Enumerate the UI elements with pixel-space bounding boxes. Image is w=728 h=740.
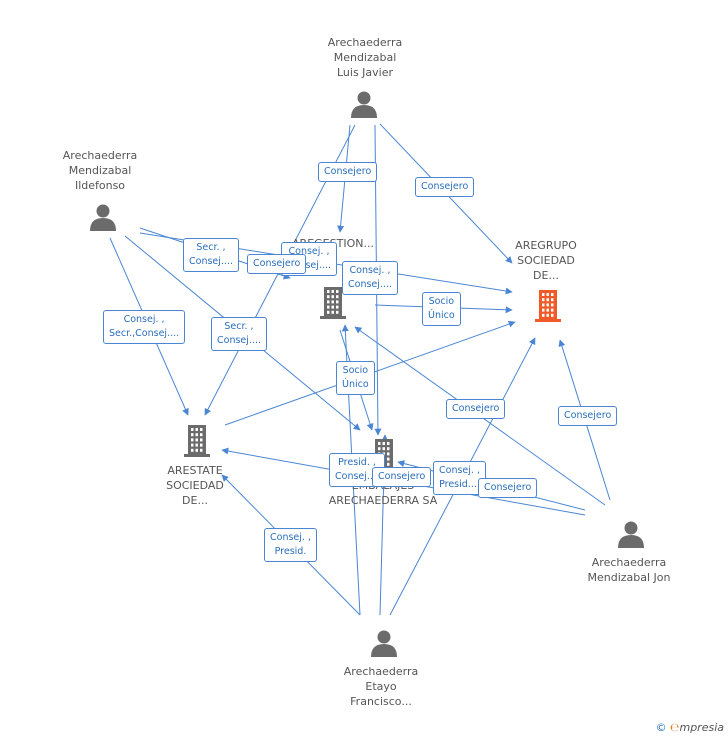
edge-label-arestate-aregrupo[interactable]: Socio Único — [336, 361, 375, 395]
person-icon-francisco[interactable] — [371, 630, 397, 658]
edge-label-ildefonso-aregrupo[interactable]: Consej. , Consej.... — [342, 261, 398, 295]
empresia-credit[interactable]: © ℮mpresia — [656, 721, 724, 734]
edge-label-francisco-arestate[interactable]: Consej. , Presid. — [264, 528, 317, 562]
empresia-logo: ℮mpresia — [670, 721, 724, 734]
node-label-jon[interactable]: Arechaederra Mendizabal Jon — [587, 556, 671, 584]
node-label-arestate[interactable]: ARESTATE SOCIEDAD DE... — [166, 464, 224, 507]
building-icon-arestate[interactable] — [184, 425, 210, 457]
person-icon-jon[interactable] — [618, 521, 644, 549]
building-icon-aregrupo[interactable] — [535, 290, 561, 322]
building-icon-aregestion[interactable] — [320, 287, 346, 319]
edge-label-aregestion-a[interactable]: Consej. , Consej.... — [281, 242, 337, 276]
person-icon-ildefonso[interactable] — [90, 204, 116, 232]
edge-label-ildefonso-arestate[interactable]: Consej. , Secr.,Consej.... — [103, 310, 186, 344]
edge-label-luis-aregrupo[interactable]: Consejero — [415, 177, 475, 197]
copyright-symbol: © — [655, 721, 667, 734]
node-label-luis-javier[interactable]: Arechaederra Mendizabal Luis Javier — [327, 36, 403, 79]
edge-label-jon-arestate[interactable]: Consejero — [372, 467, 432, 487]
edge-label-aregestion-aregrupo[interactable]: Socio Único — [422, 292, 461, 326]
edge-label-ildefonso-embalajes[interactable]: Secr. , Consej.... — [211, 317, 267, 351]
edge-label-luis-aregestion[interactable]: Consejero — [318, 162, 378, 182]
person-icon-luis-javier[interactable] — [351, 91, 377, 119]
edge-label-jon-aregrupo[interactable]: Consejero — [558, 406, 618, 426]
edge-label-ildefonso-aregestion-2[interactable]: Consejero — [247, 254, 307, 274]
graph-icons — [90, 91, 644, 658]
edge-label-jon-embalajes-2[interactable]: Consejero — [478, 478, 538, 498]
node-label-aregrupo[interactable]: AREGRUPO SOCIEDAD DE... — [515, 239, 577, 282]
edge-label-ildefonso-aregestion[interactable]: Secr. , Consej.... — [183, 238, 239, 272]
node-label-ildefonso[interactable]: Arechaederra Mendizabal Ildefonso — [62, 149, 138, 192]
edge-label-jon-aregestion[interactable]: Consejero — [446, 399, 506, 419]
edge-label-jon-embalajes[interactable]: Consej. , Presid.... — [433, 461, 486, 495]
node-label-francisco[interactable]: Arechaederra Etayo Francisco... — [343, 665, 419, 708]
